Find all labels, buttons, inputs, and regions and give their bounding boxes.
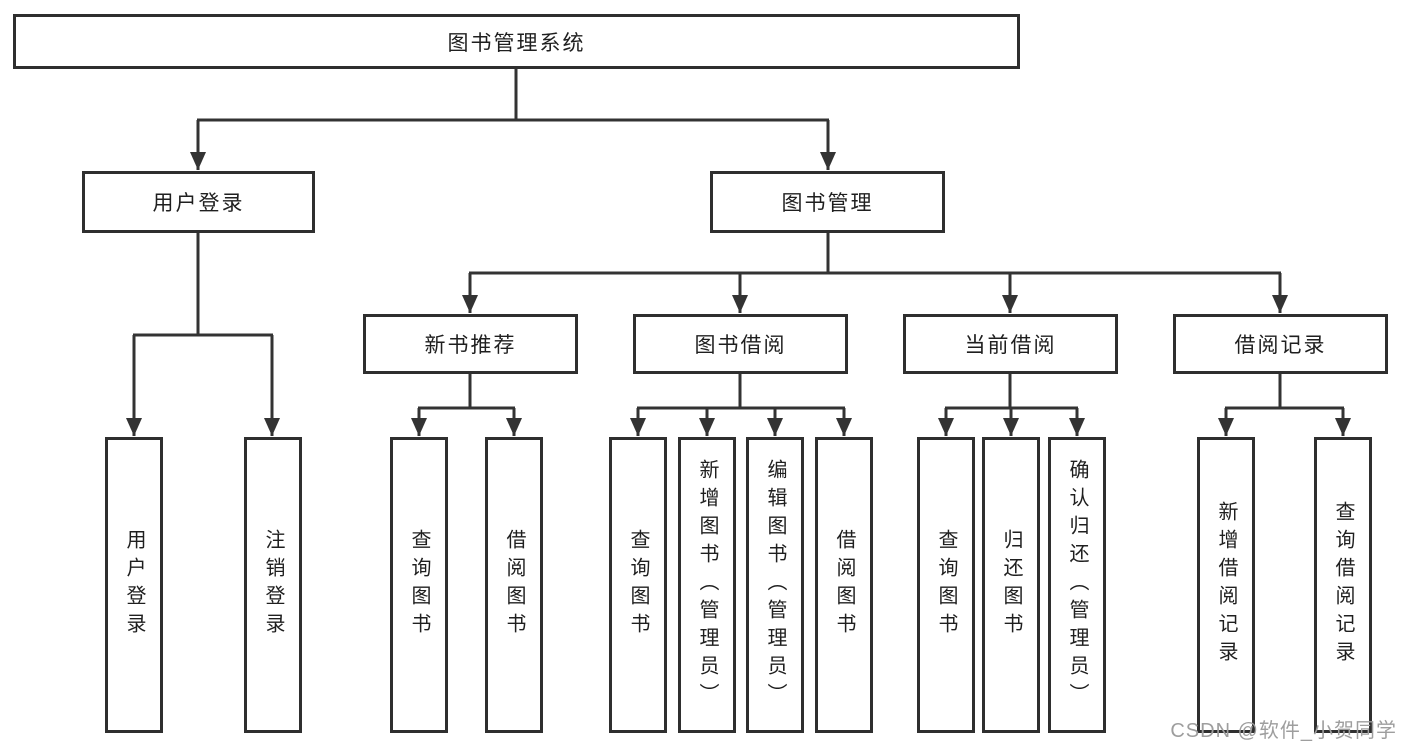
node-library-system: 图书管理系统 — [13, 14, 1020, 69]
node-label: 归还图书 — [1000, 529, 1022, 641]
node-label: 借阅记录 — [1234, 334, 1327, 357]
node-borrowing-records: 借阅记录 — [1173, 314, 1388, 374]
node-label: 用户登录 — [123, 529, 145, 641]
node-confirm-return-admin: 确认归还（管理员） — [1048, 437, 1106, 733]
node-label: 当前借阅 — [964, 334, 1057, 357]
node-query-books-borrowing: 查询图书 — [609, 437, 667, 733]
node-book-management: 图书管理 — [710, 171, 945, 233]
node-label: 图书管理 — [781, 192, 874, 215]
node-borrow-books-recommend: 借阅图书 — [485, 437, 543, 733]
node-label: 图书管理系统 — [447, 31, 586, 55]
node-label: 图书借阅 — [694, 334, 787, 357]
node-label: 编辑图书（管理员） — [764, 459, 786, 711]
node-label: 新书推荐 — [424, 334, 517, 357]
node-label: 查询图书 — [935, 529, 957, 641]
node-query-books-recommend: 查询图书 — [390, 437, 448, 733]
watermark: CSDN @软件_小贺同学 — [1170, 720, 1397, 742]
node-label: 新增图书（管理员） — [696, 459, 718, 711]
node-query-books-current: 查询图书 — [917, 437, 975, 733]
node-add-borrow-record: 新增借阅记录 — [1197, 437, 1255, 733]
node-borrow-books-leaf: 借阅图书 — [815, 437, 873, 733]
node-new-book-recommendation: 新书推荐 — [363, 314, 578, 374]
node-label: 确认归还（管理员） — [1066, 459, 1088, 711]
node-current-borrowing: 当前借阅 — [903, 314, 1118, 374]
node-user-login-leaf: 用户登录 — [105, 437, 163, 733]
node-label: 注销登录 — [262, 529, 284, 641]
node-label: 用户登录 — [152, 192, 245, 215]
node-label: 借阅图书 — [503, 529, 525, 641]
node-return-books: 归还图书 — [982, 437, 1040, 733]
node-label: 查询借阅记录 — [1332, 501, 1354, 669]
node-label: 查询图书 — [627, 529, 649, 641]
node-book-borrowing: 图书借阅 — [633, 314, 848, 374]
node-label: 新增借阅记录 — [1215, 501, 1237, 669]
node-label: 借阅图书 — [833, 529, 855, 641]
node-logout: 注销登录 — [244, 437, 302, 733]
node-label: 查询图书 — [408, 529, 430, 641]
node-edit-book-admin: 编辑图书（管理员） — [746, 437, 804, 733]
node-query-borrow-record: 查询借阅记录 — [1314, 437, 1372, 733]
node-add-book-admin: 新增图书（管理员） — [678, 437, 736, 733]
node-user-login: 用户登录 — [82, 171, 315, 233]
